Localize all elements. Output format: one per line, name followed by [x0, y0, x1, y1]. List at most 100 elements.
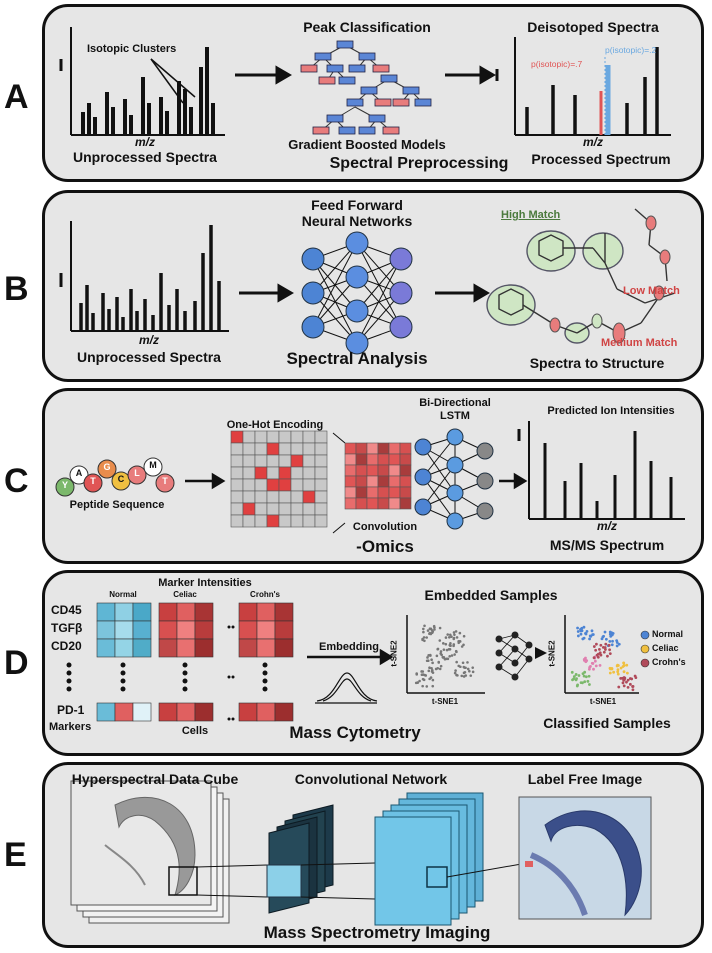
peak-classification-label: Peak Classification — [303, 19, 431, 35]
scatter-point — [426, 629, 430, 632]
heatmap-cell — [238, 620, 258, 640]
scatter-point — [438, 626, 442, 630]
conv-cell — [377, 475, 390, 488]
scatter-point — [599, 643, 603, 647]
heatmap-cell — [158, 638, 178, 658]
scatter-point — [450, 654, 454, 657]
scatter-point — [628, 677, 632, 680]
conv-cell — [388, 486, 401, 499]
convnet-label: Convolutional Network — [294, 771, 448, 787]
mini-nn — [498, 634, 530, 678]
scatter-point — [435, 654, 439, 658]
scatter-point — [462, 643, 465, 647]
scatter-point — [594, 664, 598, 668]
scatter-point — [455, 636, 459, 639]
one-hot-cell — [302, 514, 316, 528]
heatmap-cell — [256, 620, 276, 640]
heatmap-cell — [238, 638, 258, 658]
scatter-point — [610, 643, 614, 647]
deisotoped-spectra-label: Deisotoped Spectra — [527, 19, 659, 35]
tsne1-label-1: t-SNE1 — [431, 697, 459, 706]
heatmap-cell — [158, 620, 178, 640]
one-hot-grid — [230, 430, 328, 528]
scatter-point — [444, 642, 448, 646]
heatmap-cell — [194, 620, 214, 640]
peptide-letter: M — [149, 460, 157, 470]
one-hot-cell — [290, 502, 304, 516]
one-hot-cell — [302, 478, 316, 492]
scatter-point — [420, 673, 424, 677]
conv-cell — [366, 453, 379, 466]
panel-b-title: Spectral Analysis — [286, 349, 428, 368]
scatter-point — [589, 635, 593, 638]
scatter-point — [631, 688, 635, 692]
scatter-point — [454, 649, 458, 653]
one-hot-cell — [266, 502, 280, 516]
scatter-point — [425, 685, 429, 688]
conv-cell — [377, 453, 390, 466]
panel-a: Isotopic Clusters m/z Unprocessed Spectr… — [42, 4, 704, 182]
peptide-letter: Y — [61, 480, 69, 490]
scatter-point — [583, 670, 587, 674]
one-hot-cell — [314, 442, 328, 456]
mz-label-b: m/z — [138, 333, 160, 347]
scatter-point — [576, 630, 580, 633]
scatter-point — [622, 670, 626, 674]
scatter-point — [471, 670, 475, 674]
heatmap-cell — [176, 638, 196, 658]
one-hot-cell — [254, 466, 268, 480]
one-hot-cell — [314, 490, 328, 504]
scatter-point — [584, 675, 588, 679]
scatter-point — [602, 650, 606, 654]
scatter-point — [463, 670, 467, 674]
peptide-letter: A — [75, 468, 83, 478]
heatmap-cell — [176, 620, 196, 640]
conv-cell — [344, 486, 357, 499]
mz-label-a: m/z — [134, 135, 156, 149]
one-hot-cell — [278, 514, 292, 528]
conv-cell — [366, 475, 379, 488]
scatter-point — [576, 683, 580, 687]
one-hot-cell — [266, 430, 280, 444]
one-hot-cell — [242, 478, 256, 492]
processed-spectrum-label: Processed Spectrum — [531, 151, 671, 167]
convolution-grid — [344, 442, 412, 510]
scatter-point — [596, 652, 600, 656]
scatter-point — [584, 656, 587, 660]
one-hot-cell — [290, 466, 304, 480]
unprocessed-spectrum-b — [59, 221, 229, 332]
p-isotopic-high: p(isotopic)=.2 — [605, 45, 657, 55]
conv-dark-layers — [266, 804, 334, 914]
one-hot-cell — [278, 466, 292, 480]
scatter-point — [588, 683, 591, 686]
heatmap-cell — [132, 702, 152, 722]
gbm-label: Gradient Boosted Models — [288, 137, 446, 152]
peptide-circles — [55, 457, 175, 497]
conv-cell — [377, 486, 390, 499]
conv-cell — [344, 442, 357, 455]
one-hot-cell — [230, 502, 244, 516]
predicted-spectrum — [517, 421, 685, 520]
scatter-point — [611, 631, 615, 635]
mz-label-c: m/z — [596, 519, 618, 533]
heatmap-cell — [132, 620, 152, 640]
panel-e-title: Mass Spectrometry Imaging — [263, 923, 491, 942]
one-hot-cell — [302, 454, 316, 468]
scatter-point — [458, 631, 462, 635]
pd1-label: PD-1 — [57, 703, 85, 717]
one-hot-cell — [278, 502, 292, 516]
one-hot-cell — [314, 514, 328, 528]
cd20-label: CD20 — [51, 639, 82, 653]
panel-b-graphics — [59, 208, 676, 355]
scatter-point — [431, 678, 435, 682]
panel-a-graphics — [59, 27, 671, 136]
scatter-point — [574, 673, 578, 676]
heatmap-cell — [194, 638, 214, 658]
panel-a-title: Spectral Preprocessing — [329, 155, 509, 172]
heatmap-cell — [194, 702, 214, 722]
tsne-axes-2 — [564, 615, 639, 694]
scatter-point — [438, 667, 442, 671]
unprocessed-spectra-label-b: Unprocessed Spectra — [77, 349, 221, 365]
scatter-point — [430, 666, 433, 670]
one-hot-cell — [242, 430, 256, 444]
